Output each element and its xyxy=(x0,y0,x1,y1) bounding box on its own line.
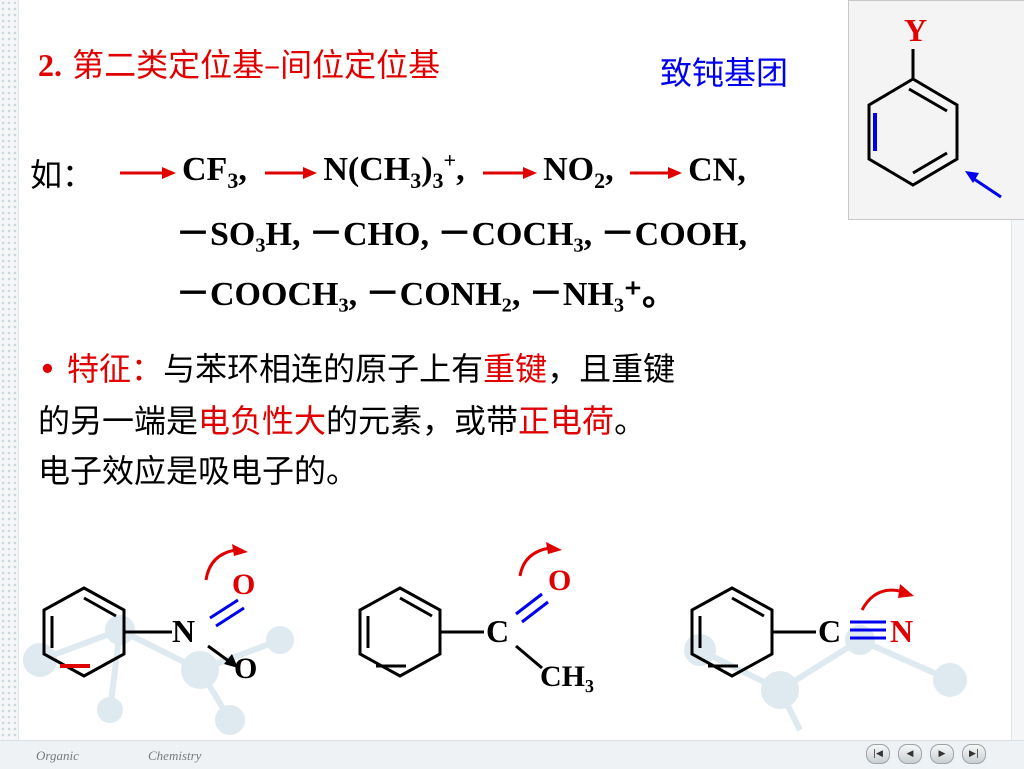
acetophenone-structure: C O CH₃ xyxy=(358,542,594,693)
example-cf3: CF3, xyxy=(182,151,247,194)
acetyl-methyl: CH₃ xyxy=(540,660,594,693)
footer-chemistry: Chemistry xyxy=(148,748,202,763)
title-text: 第二类定位基–间位定位基 xyxy=(72,46,441,84)
feature-text: 的元素，或带 xyxy=(326,402,519,440)
nitro-o-top: O xyxy=(232,568,255,601)
feature-highlight: 重键 xyxy=(483,350,548,388)
slide-footer xyxy=(0,740,1024,769)
nitrobenzene-structure: N O O xyxy=(42,544,257,685)
feature-highlight: 电负性大 xyxy=(198,402,327,440)
acetyl-c: C xyxy=(486,613,509,649)
cyano-c: C xyxy=(818,613,841,649)
substituent-y: Y xyxy=(904,12,927,48)
examples-row-1: CF3, N(CH3)3+, NO2, CN, xyxy=(118,148,746,194)
feature-highlight: 正电荷 xyxy=(518,402,615,440)
nitro-o-bottom: O xyxy=(234,652,257,685)
nav-last-button[interactable]: ▶| xyxy=(962,744,986,764)
example-cn: CN, xyxy=(688,151,746,189)
inset-benzene-diagram: Y xyxy=(867,12,1002,199)
deactivating-group-note: 致钝基团 xyxy=(660,54,789,92)
nav-next-button[interactable]: ▶ xyxy=(930,744,954,764)
bullet: • xyxy=(38,350,57,388)
example-nme3: N(CH3)3+, xyxy=(323,148,465,194)
examples-row-2: －SO₃H, －CHO, －COCH₃, －COOH, xyxy=(176,216,748,253)
feature-line-1: • 特征：与苯环相连的原子上有重键，且重键 xyxy=(38,344,675,390)
feature-text: 与苯环相连的原子上有 xyxy=(163,350,484,388)
nitro-n: N xyxy=(172,613,195,649)
examples-row-3: －COOCH₃, －CONH₂, －NH₃⁺。 xyxy=(176,276,676,313)
decorative-dots xyxy=(0,0,18,768)
slide-content-area xyxy=(18,0,1012,740)
feature-line-2: 的另一端是电负性大的元素，或带正电荷。 xyxy=(38,396,646,442)
arrow-icon xyxy=(483,166,538,179)
title-number: 2. xyxy=(38,47,62,83)
cyano-n: N xyxy=(890,613,913,649)
examples-label: 如： xyxy=(30,156,95,194)
feature-label: 特征： xyxy=(67,350,164,388)
inset-panel: Y xyxy=(848,0,1024,220)
example-no2: NO2, xyxy=(543,151,614,194)
arrow-icon xyxy=(265,166,318,179)
slide-title: 2. 第二类定位基–间位定位基 xyxy=(38,40,440,86)
footer-organic: Organic xyxy=(36,748,79,763)
example-structures: N O O C O CH₃ C N xyxy=(42,542,914,693)
nav-first-button[interactable]: |◀ xyxy=(866,744,890,764)
feature-line-3: 电子效应是吸电子的。 xyxy=(38,452,359,490)
arrow-icon xyxy=(630,166,683,179)
feature-text: 。 xyxy=(614,402,647,440)
nav-previous-button[interactable]: ◀ xyxy=(898,744,922,764)
acetyl-o: O xyxy=(548,564,571,597)
feature-text: 的另一端是 xyxy=(38,402,199,440)
feature-text: ，且重键 xyxy=(547,350,676,388)
arrow-icon xyxy=(120,166,176,179)
benzonitrile-structure: C N xyxy=(690,584,914,678)
